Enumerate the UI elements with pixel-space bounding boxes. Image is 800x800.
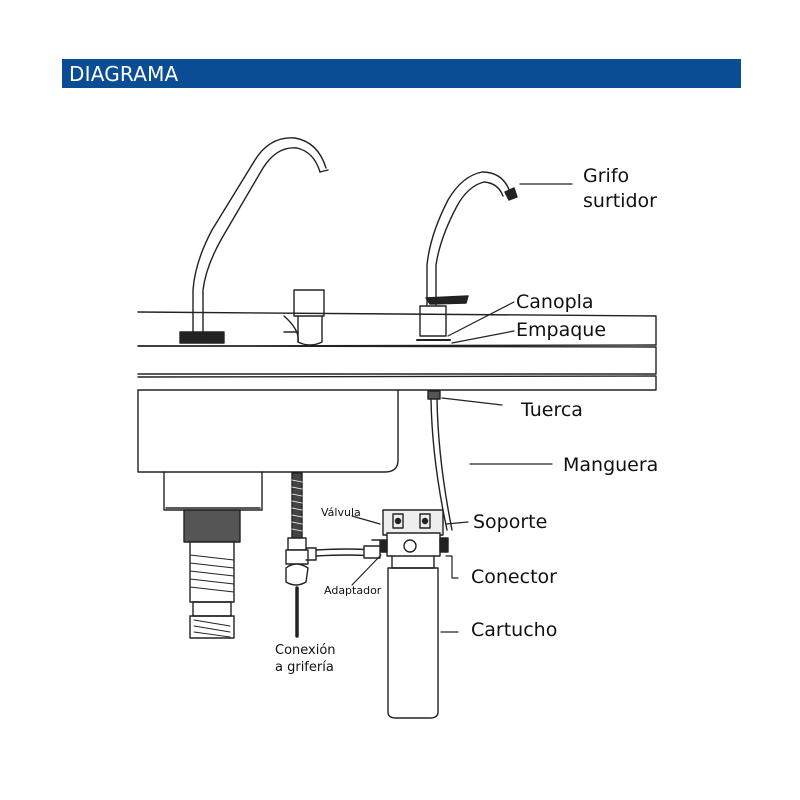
filter-bracket [380,509,449,557]
filter-faucet [416,171,518,341]
label-conexion-line1: Conexión [275,643,336,658]
callout-lines [351,183,573,633]
nut [427,390,441,400]
drain-pipe [183,509,241,639]
label-empaque: Empaque [516,319,606,341]
label-grifo-line2: surtidor [583,190,657,212]
section-header: DIAGRAMA [62,59,741,88]
section-title: DIAGRAMA [69,62,179,86]
side-sprayer [283,289,325,346]
label-soporte: Soporte [473,511,547,533]
hose [430,398,453,531]
label-adaptador: Adaptador [324,584,382,597]
label-grifo-line1: Grifo [583,165,629,187]
label-valvula: Válvula [321,506,361,519]
label-conexion-line2: a grifería [275,660,334,675]
label-canopla: Canopla [516,291,594,313]
sink-basin [137,389,399,511]
label-conector: Conector [471,566,557,588]
label-manguera: Manguera [563,454,658,476]
label-tuerca: Tuerca [520,399,583,421]
label-cartucho: Cartucho [471,619,557,641]
kitchen-faucet [179,137,329,344]
countertop [137,311,657,391]
supply-line [285,472,381,638]
filter-cartridge [387,555,439,719]
